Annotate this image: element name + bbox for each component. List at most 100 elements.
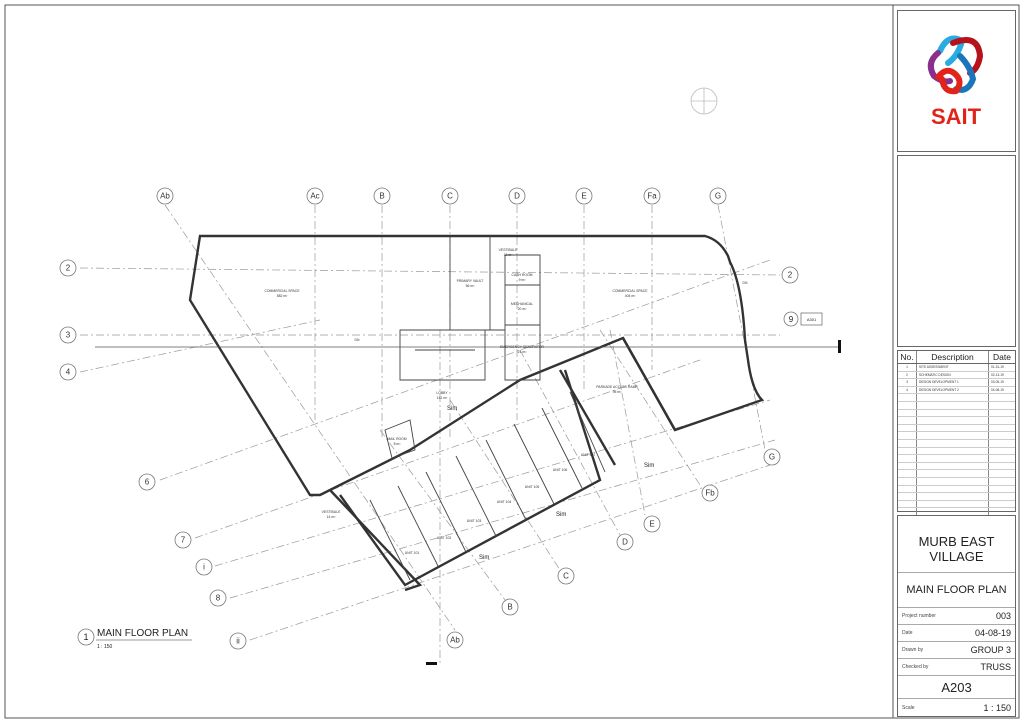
svg-text:Fa: Fa (647, 192, 657, 201)
rev-description: DESIGN DEVELOPMENT 1 (916, 378, 989, 387)
rev-no (898, 492, 917, 501)
rev-date (988, 507, 1015, 516)
field-label: Checked by (902, 664, 929, 670)
unit-walls (369, 391, 606, 581)
logo-panel: SAIT (897, 10, 1016, 152)
sheet-number: A203 (941, 679, 972, 695)
room-name: PARKADE ACCESS RAMP (596, 385, 638, 389)
rev-no (898, 507, 917, 516)
rev-date (988, 454, 1015, 463)
rev-no (898, 439, 917, 448)
building-walls (188, 234, 765, 592)
rev-no (898, 416, 917, 425)
unit-label: UNIT 105 (525, 485, 540, 489)
svg-text:ii: ii (236, 637, 240, 646)
rev-no (898, 485, 917, 494)
revision-row (898, 462, 1015, 471)
grid-bubble-right: 2 (781, 266, 799, 284)
rev-date: 02-13-19 (988, 371, 1015, 380)
unit-label: UNIT 102 (437, 536, 452, 540)
grid-bubble-top: B (373, 187, 391, 205)
rev-description (916, 393, 989, 402)
grid-bubble-top: Ab (156, 187, 174, 205)
title-field: Checked by TRUSS (898, 658, 1015, 675)
svg-text:A301: A301 (807, 317, 817, 322)
grid-bubble-left: 8 (209, 589, 227, 607)
svg-text:4: 4 (66, 368, 71, 377)
rev-description (916, 409, 989, 418)
room-area: 21 m² (518, 350, 528, 354)
grid-bubble-right: D (616, 533, 634, 551)
field-label: Date (902, 630, 913, 636)
rev-no: 2 (898, 371, 917, 380)
rev-no (898, 469, 917, 478)
rev-description (916, 492, 989, 501)
north-arrow-icon (690, 87, 718, 115)
grid-bubble-top: Ac (306, 187, 324, 205)
unit-label: UNIT 101 (405, 551, 420, 555)
rev-date (988, 424, 1015, 433)
revision-row (898, 447, 1015, 456)
room-area: 8 m² (394, 442, 402, 446)
unit-label: UNIT 107 (581, 453, 596, 457)
rev-description (916, 439, 989, 448)
room-area: 14 m² (327, 515, 337, 519)
rev-date (988, 447, 1015, 456)
grid-bubble-left: 6 (138, 473, 156, 491)
revision-row (898, 431, 1015, 440)
svg-text:C: C (563, 572, 569, 581)
unit-label: UNIT 104 (497, 500, 512, 504)
rev-no (898, 477, 917, 486)
room-area: 141 m² (437, 396, 448, 400)
revision-row (898, 416, 1015, 425)
room-area: 95 m² (613, 390, 623, 394)
svg-text:E: E (581, 192, 586, 201)
rev-no (898, 424, 917, 433)
svg-text:9: 9 (789, 315, 794, 324)
section-callout: 9 A301 (783, 311, 823, 327)
sim-tag: Sim (644, 463, 654, 469)
grid-bubble-top: C (441, 187, 459, 205)
rev-date (988, 469, 1015, 478)
rev-description (916, 477, 989, 486)
room-name: CASH ROOM (512, 273, 533, 277)
svg-text:Ac: Ac (310, 192, 319, 201)
rev-date (988, 431, 1015, 440)
rev-no (898, 401, 917, 410)
room-name: VESTIBULE (499, 248, 518, 252)
grid-bubble-right: Fb (701, 484, 719, 502)
svg-text:i: i (203, 563, 205, 572)
grid-bubble-top: D (508, 187, 526, 205)
rev-no: 4 (898, 386, 917, 395)
rev-no (898, 447, 917, 456)
sim-tag: Sim (447, 406, 457, 412)
svg-text:C: C (447, 192, 453, 201)
svg-text:8: 8 (216, 594, 221, 603)
rev-description (916, 431, 989, 440)
rev-date (988, 477, 1015, 486)
rev-description (916, 462, 989, 471)
svg-text:D: D (514, 192, 520, 201)
rev-description: SCHEMATIC DESIGN (916, 371, 989, 380)
rev-date (988, 500, 1015, 509)
rev-date (988, 439, 1015, 448)
svg-text:Fb: Fb (705, 489, 715, 498)
field-value: TRUSS (980, 662, 1011, 672)
revision-row (898, 469, 1015, 478)
view-title: 1 MAIN FLOOR PLAN 1 : 150 (77, 628, 192, 650)
svg-text:6: 6 (145, 478, 150, 487)
room-name: PRIMARY VAULT (457, 279, 484, 283)
svg-text:SAIT: SAIT (931, 104, 982, 129)
field-value: GROUP 3 (970, 645, 1011, 655)
field-value: 003 (995, 611, 1011, 621)
grid-bubble-right: G (763, 448, 781, 466)
rev-description (916, 401, 989, 410)
rev-description (916, 485, 989, 494)
